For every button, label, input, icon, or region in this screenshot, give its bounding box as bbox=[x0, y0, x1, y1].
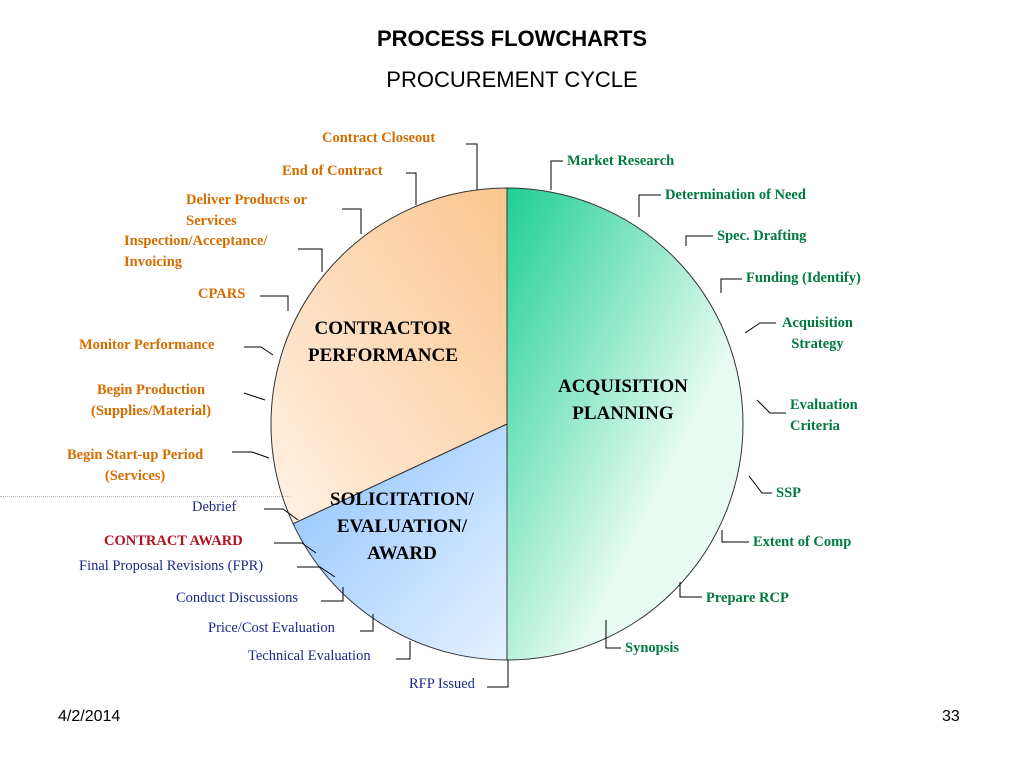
leader-deliver-products bbox=[342, 208, 362, 234]
leader-cpars bbox=[260, 295, 289, 311]
wedge-contractor-performance bbox=[270, 187, 508, 525]
leader-extent-of-comp bbox=[721, 530, 749, 543]
segment-label-line: CONTRACTOR bbox=[314, 318, 452, 339]
divider-line bbox=[0, 496, 290, 497]
label-market-research: Market Research bbox=[567, 153, 675, 169]
label-line: Criteria bbox=[790, 417, 840, 434]
label-determination-of-need: Determination of Need bbox=[665, 187, 806, 203]
segment-label-line: AWARD bbox=[367, 543, 437, 564]
leader-ssp bbox=[748, 475, 772, 494]
label-inspection-acceptance: Inspection/Acceptance/ Invoicing bbox=[124, 231, 267, 272]
label-line: (Supplies/Material) bbox=[91, 402, 212, 419]
leader-price-cost bbox=[360, 614, 374, 632]
wedge-acquisition-planning bbox=[506, 187, 744, 661]
leader-end-of-contract bbox=[406, 172, 417, 205]
label-spec-drafting: Spec. Drafting bbox=[717, 228, 807, 244]
leader-eval-criteria bbox=[756, 399, 786, 414]
leader-debrief bbox=[264, 508, 299, 521]
label-conduct-discussions: Conduct Discussions bbox=[176, 590, 299, 606]
leader-market-research bbox=[550, 160, 563, 190]
leader-begin-startup bbox=[232, 451, 270, 459]
leader-synopsis bbox=[605, 620, 621, 649]
leader-monitor-performance bbox=[244, 346, 274, 356]
leader-fpr bbox=[297, 566, 336, 578]
label-begin-startup-period: Begin Start-up Period (Services) bbox=[67, 445, 203, 486]
leader-determination bbox=[638, 194, 661, 217]
label-line: Acquisition bbox=[782, 315, 853, 331]
label-final-proposal-revisions: Final Proposal Revisions (FPR) bbox=[79, 558, 264, 574]
label-deliver-products: Deliver Products or Services bbox=[186, 190, 307, 231]
leader-rfp-issued bbox=[487, 660, 509, 688]
label-line: Strategy bbox=[791, 335, 844, 352]
label-line: Services bbox=[186, 212, 237, 229]
label-cpars: CPARS bbox=[198, 286, 246, 302]
label-synopsis: Synopsis bbox=[625, 640, 680, 656]
leader-inspection bbox=[298, 248, 323, 272]
leader-spec-drafting bbox=[685, 235, 713, 246]
segment-label-line: PERFORMANCE bbox=[308, 345, 458, 366]
label-extent-of-comp: Extent of Comp bbox=[753, 534, 852, 550]
label-debrief: Debrief bbox=[192, 499, 237, 515]
label-evaluation-criteria: Evaluation Criteria bbox=[790, 395, 858, 436]
label-line: Begin Start-up Period bbox=[67, 447, 204, 463]
leader-prepare-rcp bbox=[679, 582, 702, 598]
label-rfp-issued: RFP Issued bbox=[409, 676, 475, 692]
label-price-cost-evaluation: Price/Cost Evaluation bbox=[208, 620, 335, 636]
label-funding-identify: Funding (Identify) bbox=[746, 270, 861, 286]
footer-page-number: 33 bbox=[942, 708, 960, 725]
segment-label-line: ACQUISITION bbox=[558, 376, 688, 397]
footer-date: 4/2/2014 bbox=[58, 708, 121, 725]
leader-conduct-discussions bbox=[321, 587, 344, 602]
segment-label-line: SOLICITATION/ bbox=[330, 489, 474, 510]
label-acquisition-strategy: Acquisition Strategy bbox=[782, 313, 853, 354]
leader-acq-strategy bbox=[744, 322, 776, 334]
label-end-of-contract: End of Contract bbox=[282, 163, 383, 179]
label-line: Invoicing bbox=[124, 253, 183, 270]
segment-acquisition-planning: ACQUISITION PLANNING bbox=[558, 373, 688, 427]
label-line: Deliver Products or bbox=[186, 192, 308, 208]
leader-contract-award bbox=[274, 542, 317, 554]
label-prepare-rcp: Prepare RCP bbox=[706, 590, 789, 606]
label-ssp: SSP bbox=[776, 485, 801, 501]
label-begin-production: Begin Production (Supplies/Material) bbox=[91, 380, 211, 421]
label-line: Inspection/Acceptance/ bbox=[124, 233, 268, 249]
label-technical-evaluation: Technical Evaluation bbox=[248, 648, 371, 664]
label-line: (Services) bbox=[104, 467, 166, 484]
leader-begin-production bbox=[243, 392, 266, 401]
wedge-solicitation-evaluation-award bbox=[292, 423, 508, 661]
leader-funding bbox=[720, 278, 742, 293]
label-contract-award: CONTRACT AWARD bbox=[104, 533, 243, 549]
label-contract-closeout: Contract Closeout bbox=[322, 130, 436, 146]
label-monitor-performance: Monitor Performance bbox=[79, 337, 215, 353]
label-line: Evaluation bbox=[790, 397, 858, 413]
segment-contractor-performance: CONTRACTOR PERFORMANCE bbox=[308, 315, 458, 369]
segment-label-line: EVALUATION/ bbox=[336, 516, 468, 537]
page-subtitle: PROCUREMENT CYCLE bbox=[386, 67, 638, 92]
label-line: Begin Production bbox=[96, 382, 206, 398]
segment-label-line: PLANNING bbox=[572, 403, 674, 424]
page-title: PROCESS FLOWCHARTS bbox=[376, 26, 648, 51]
leader-contract-closeout bbox=[466, 143, 478, 190]
segment-solicitation-evaluation-award: SOLICITATION/ EVALUATION/ AWARD bbox=[330, 486, 474, 567]
leader-technical-evaluation bbox=[396, 641, 411, 660]
